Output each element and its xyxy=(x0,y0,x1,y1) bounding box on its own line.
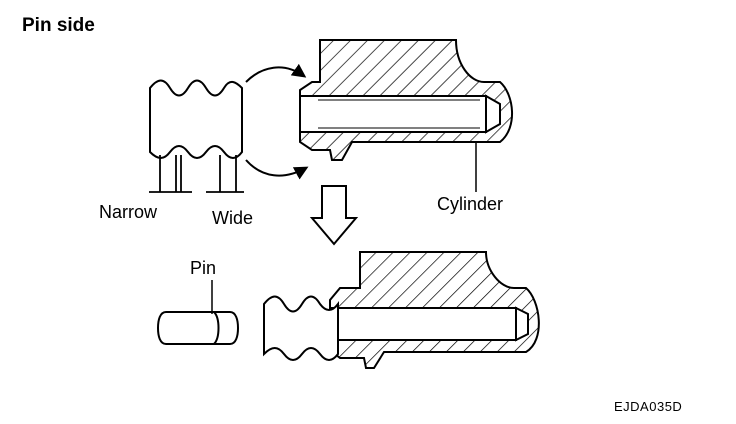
label-narrow: Narrow xyxy=(99,202,158,222)
bushing-top xyxy=(149,79,243,159)
label-wide: Wide xyxy=(212,208,254,228)
figure-code: EJDA035D xyxy=(614,399,683,414)
bushing-top-slots xyxy=(149,155,244,193)
page-title: Pin side xyxy=(22,15,95,36)
label-pin: Pin xyxy=(190,258,217,278)
down-arrow-icon xyxy=(309,185,359,246)
curved-arrow-icon xyxy=(245,63,307,83)
curved-arrow-icon xyxy=(245,159,309,180)
cylinder-bottom xyxy=(329,251,540,369)
bushing-bottom xyxy=(263,295,339,361)
pin-part xyxy=(156,311,240,345)
label-cylinder: Cylinder xyxy=(437,194,504,214)
cylinder-top xyxy=(299,39,514,161)
